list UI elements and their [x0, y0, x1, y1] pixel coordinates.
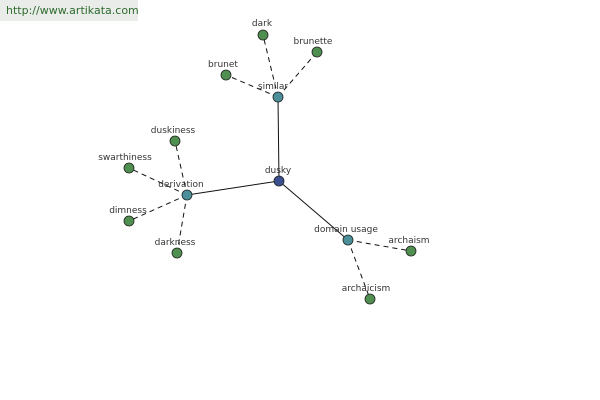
nodes-layer: dark brunette brunet duskiness swarthiness di…: [98, 19, 430, 305]
word-node-duskiness[interactable]: [169, 135, 181, 147]
edge-derivation-duskiness: [174, 140, 188, 196]
word-node-archaism[interactable]: [405, 245, 417, 257]
word-node-archaicism[interactable]: [364, 293, 376, 305]
word-node-dimness[interactable]: [123, 215, 135, 227]
edge-dusky-domain-usage: [278, 180, 349, 241]
relation-node-derivation[interactable]: [181, 189, 193, 201]
edge-derivation-swarthiness: [128, 167, 188, 196]
word-label-darkness[interactable]: darkness: [155, 238, 196, 248]
edge-similar-dark: [262, 34, 279, 98]
source-url[interactable]: http://www.artikata.com: [0, 0, 139, 21]
edges-layer: [128, 34, 412, 300]
root-node-dusky[interactable]: [273, 175, 285, 187]
edge-derivation-darkness: [176, 194, 188, 254]
relation-label-similar[interactable]: similar: [258, 82, 288, 92]
edge-derivation-dimness: [128, 194, 188, 222]
word-node-brunet[interactable]: [220, 69, 232, 81]
word-label-brunette[interactable]: brunette: [294, 37, 333, 47]
word-label-archaism[interactable]: archaism: [388, 236, 429, 246]
edge-domain-usage-archaicism: [347, 239, 371, 300]
word-node-dark[interactable]: [257, 29, 269, 41]
root-label-dusky[interactable]: dusky: [265, 166, 292, 176]
word-node-brunette[interactable]: [311, 46, 323, 58]
word-label-swarthiness[interactable]: swarthiness: [98, 153, 152, 163]
edge-similar-brunet: [225, 74, 279, 98]
word-label-dimness[interactable]: dimness: [109, 206, 147, 216]
edge-domain-usage-archaism: [347, 239, 412, 252]
relation-label-domain-usage[interactable]: domain usage: [314, 225, 378, 235]
word-label-duskiness[interactable]: duskiness: [151, 126, 196, 136]
edge-similar-brunette: [277, 51, 318, 98]
relation-node-similar[interactable]: [272, 91, 284, 103]
edge-dusky-similar: [277, 96, 280, 182]
word-label-dark[interactable]: dark: [252, 19, 273, 29]
relation-node-domain-usage[interactable]: [342, 234, 354, 246]
word-node-swarthiness[interactable]: [123, 162, 135, 174]
word-node-darkness[interactable]: [171, 247, 183, 259]
word-label-archaicism[interactable]: archaicism: [342, 284, 391, 294]
edge-dusky-derivation: [186, 180, 280, 196]
relation-label-derivation[interactable]: derivation: [158, 180, 204, 190]
word-label-brunet[interactable]: brunet: [208, 60, 238, 70]
